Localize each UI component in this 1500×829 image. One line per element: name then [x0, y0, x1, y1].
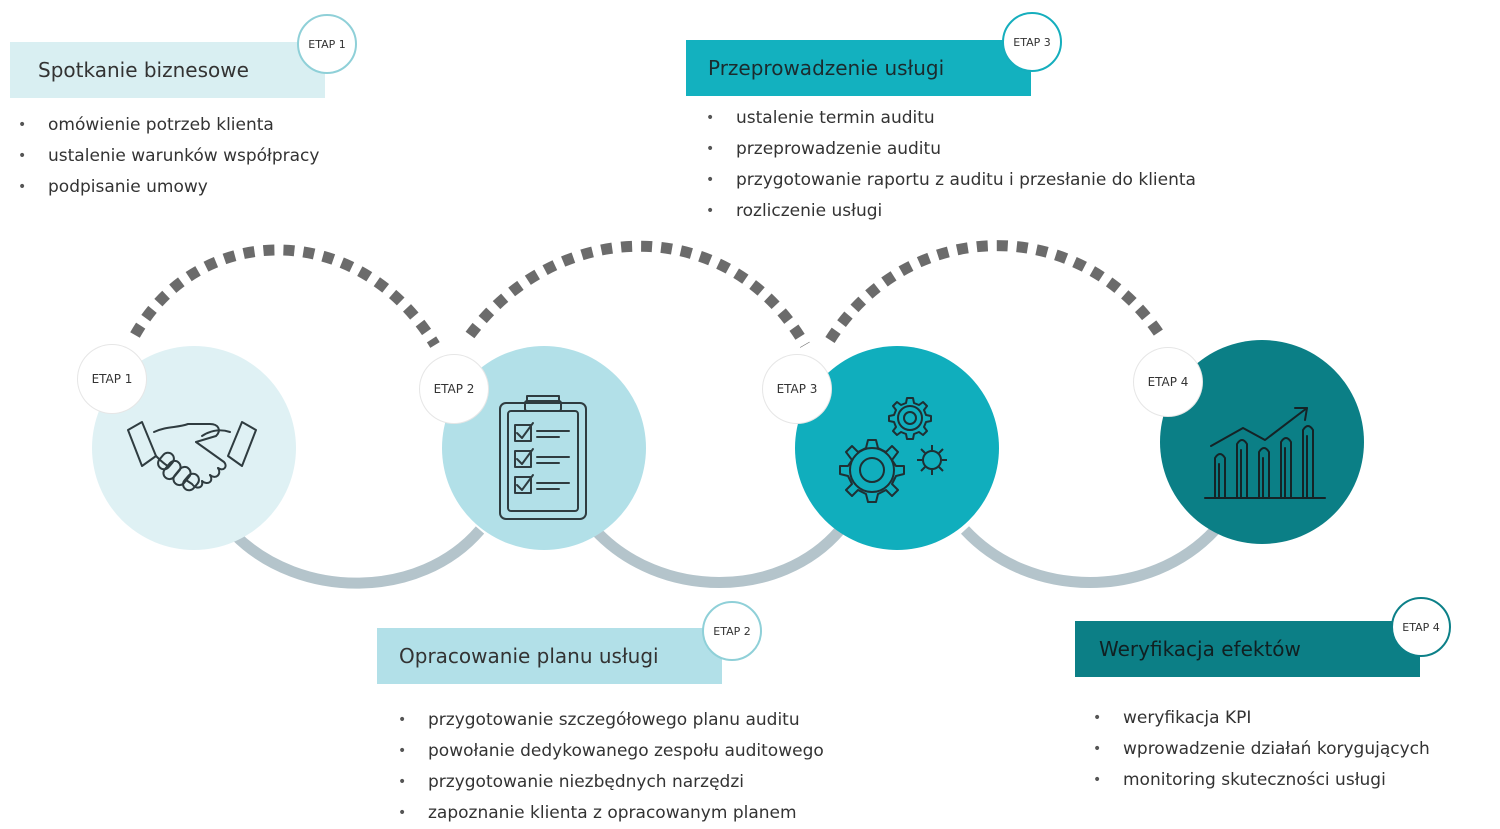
stage-1-title: Spotkanie biznesowe [38, 58, 249, 82]
growth-chart-icon [1204, 407, 1326, 499]
stage-2-badge-label: ETAP 2 [713, 624, 751, 638]
stage-3-title: Przeprowadzenie usługi [708, 56, 945, 80]
list-item: wprowadzenie działań korygujących [1093, 734, 1430, 765]
gears-icon [839, 397, 947, 503]
stage-1-badge-label: ETAP 1 [308, 37, 346, 51]
list-item: przygotowanie szczegółowego planu auditu [398, 705, 824, 736]
stage-2-circle-label: ETAP 2 [433, 382, 475, 396]
handshake-icon [127, 421, 257, 492]
stage-2-title-box: Opracowanie planu usługi [377, 628, 722, 684]
list-item: przygotowanie niezbędnych narzędzi [398, 767, 824, 798]
stage-3-circle-badge: ETAP 3 [763, 355, 831, 423]
stage-4-bullets: weryfikacja KPI wprowadzenie działań kor… [1093, 703, 1430, 796]
stage-1-circle-label: ETAP 1 [91, 372, 133, 386]
stage-4-title: Weryfikacja efektów [1099, 637, 1301, 661]
solid-arc-1 [231, 526, 485, 589]
stage-4-badge: ETAP 4 [1391, 597, 1451, 657]
list-item: omówienie potrzeb klienta [18, 110, 319, 141]
clipboard-checklist-icon [499, 395, 587, 520]
dotted-arc-3 [825, 240, 1165, 343]
list-item: zapoznanie klienta z opracowanym planem [398, 798, 824, 829]
dotted-arc-2 [465, 240, 810, 348]
list-item: monitoring skuteczności usługi [1093, 765, 1430, 796]
list-item: powołanie dedykowanego zespołu auditoweg… [398, 736, 824, 767]
stage-3-circle-label: ETAP 3 [776, 382, 818, 396]
stage-2-circle-badge: ETAP 2 [420, 355, 488, 423]
list-item: rozliczenie usługi [706, 196, 1196, 227]
list-item: ustalenie termin auditu [706, 103, 1196, 134]
dotted-arc-1 [130, 244, 440, 348]
solid-arc-3 [960, 526, 1220, 588]
stage-1-badge: ETAP 1 [297, 14, 357, 74]
stage-3-title-box: Przeprowadzenie usługi [686, 40, 1031, 96]
stage-1-title-box: Spotkanie biznesowe [10, 42, 325, 98]
stage-3-badge-label: ETAP 3 [1013, 35, 1051, 49]
stage-2-bullets: przygotowanie szczegółowego planu auditu… [398, 705, 824, 829]
solid-arc-2 [590, 526, 845, 588]
list-item: ustalenie warunków współpracy [18, 141, 319, 172]
stage-2-title: Opracowanie planu usługi [399, 644, 659, 668]
stage-1-circle-badge: ETAP 1 [78, 345, 146, 413]
list-item: weryfikacja KPI [1093, 703, 1430, 734]
list-item: przygotowanie raportu z auditu i przesła… [706, 165, 1196, 196]
list-item: przeprowadzenie auditu [706, 134, 1196, 165]
stage-2-badge: ETAP 2 [702, 601, 762, 661]
stage-4-title-box: Weryfikacja efektów [1075, 621, 1420, 677]
stage-4-badge-label: ETAP 4 [1402, 620, 1440, 634]
stage-4-circle-label: ETAP 4 [1147, 375, 1189, 389]
stage-1-bullets: omówienie potrzeb klienta ustalenie waru… [18, 110, 319, 203]
stage-3-bullets: ustalenie termin auditu przeprowadzenie … [706, 103, 1196, 227]
stage-3-badge: ETAP 3 [1002, 12, 1062, 72]
list-item: podpisanie umowy [18, 172, 319, 203]
stage-4-circle-badge: ETAP 4 [1134, 348, 1202, 416]
